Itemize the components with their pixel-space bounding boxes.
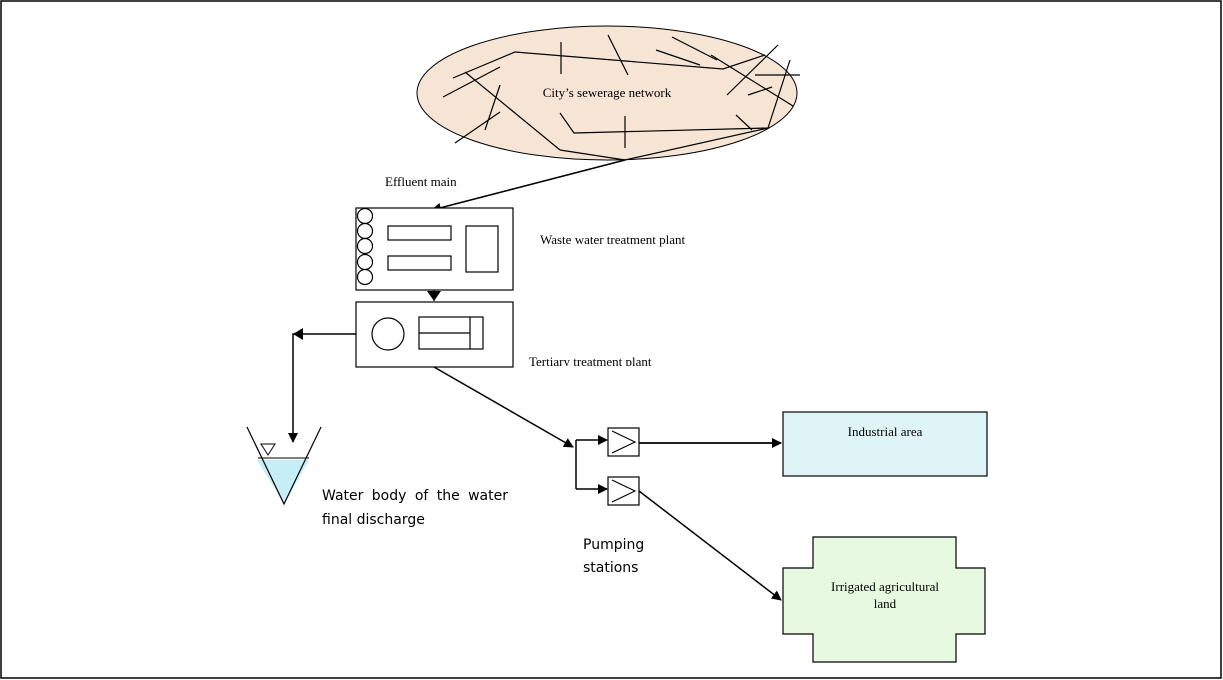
tertiary-box xyxy=(355,301,514,368)
wwtp-label: Waste water treatment plant xyxy=(540,232,686,247)
network-label: City’s sewerage network xyxy=(542,85,672,100)
sewerage-network-ellipse xyxy=(416,25,798,161)
pump-station-2 xyxy=(607,476,640,506)
wwtp-box xyxy=(355,207,514,291)
pumping-stations-label: Pumping stations xyxy=(556,530,672,584)
tertiary-label: Tertiary treatment plant xyxy=(529,333,750,366)
industrial-area-label: Industrial area xyxy=(847,424,923,439)
discharge-pipe xyxy=(288,333,356,443)
sewerage-network-lines xyxy=(442,34,800,161)
effluent-main-label: Effluent main xyxy=(372,166,514,189)
effluent-main-pipe xyxy=(431,159,626,213)
industrial-area-box xyxy=(782,411,988,477)
water-body-symbol xyxy=(246,426,322,506)
pump-station-1 xyxy=(607,427,640,457)
agricultural-land-shape xyxy=(782,536,986,663)
tertiary-to-pumping-pipe xyxy=(433,366,574,448)
pipe-to-agriculture xyxy=(638,490,782,601)
agricultural-land-label: Irrigated agricultural land xyxy=(831,579,939,611)
water-body-label: Water body of the water final discharge xyxy=(308,477,514,539)
